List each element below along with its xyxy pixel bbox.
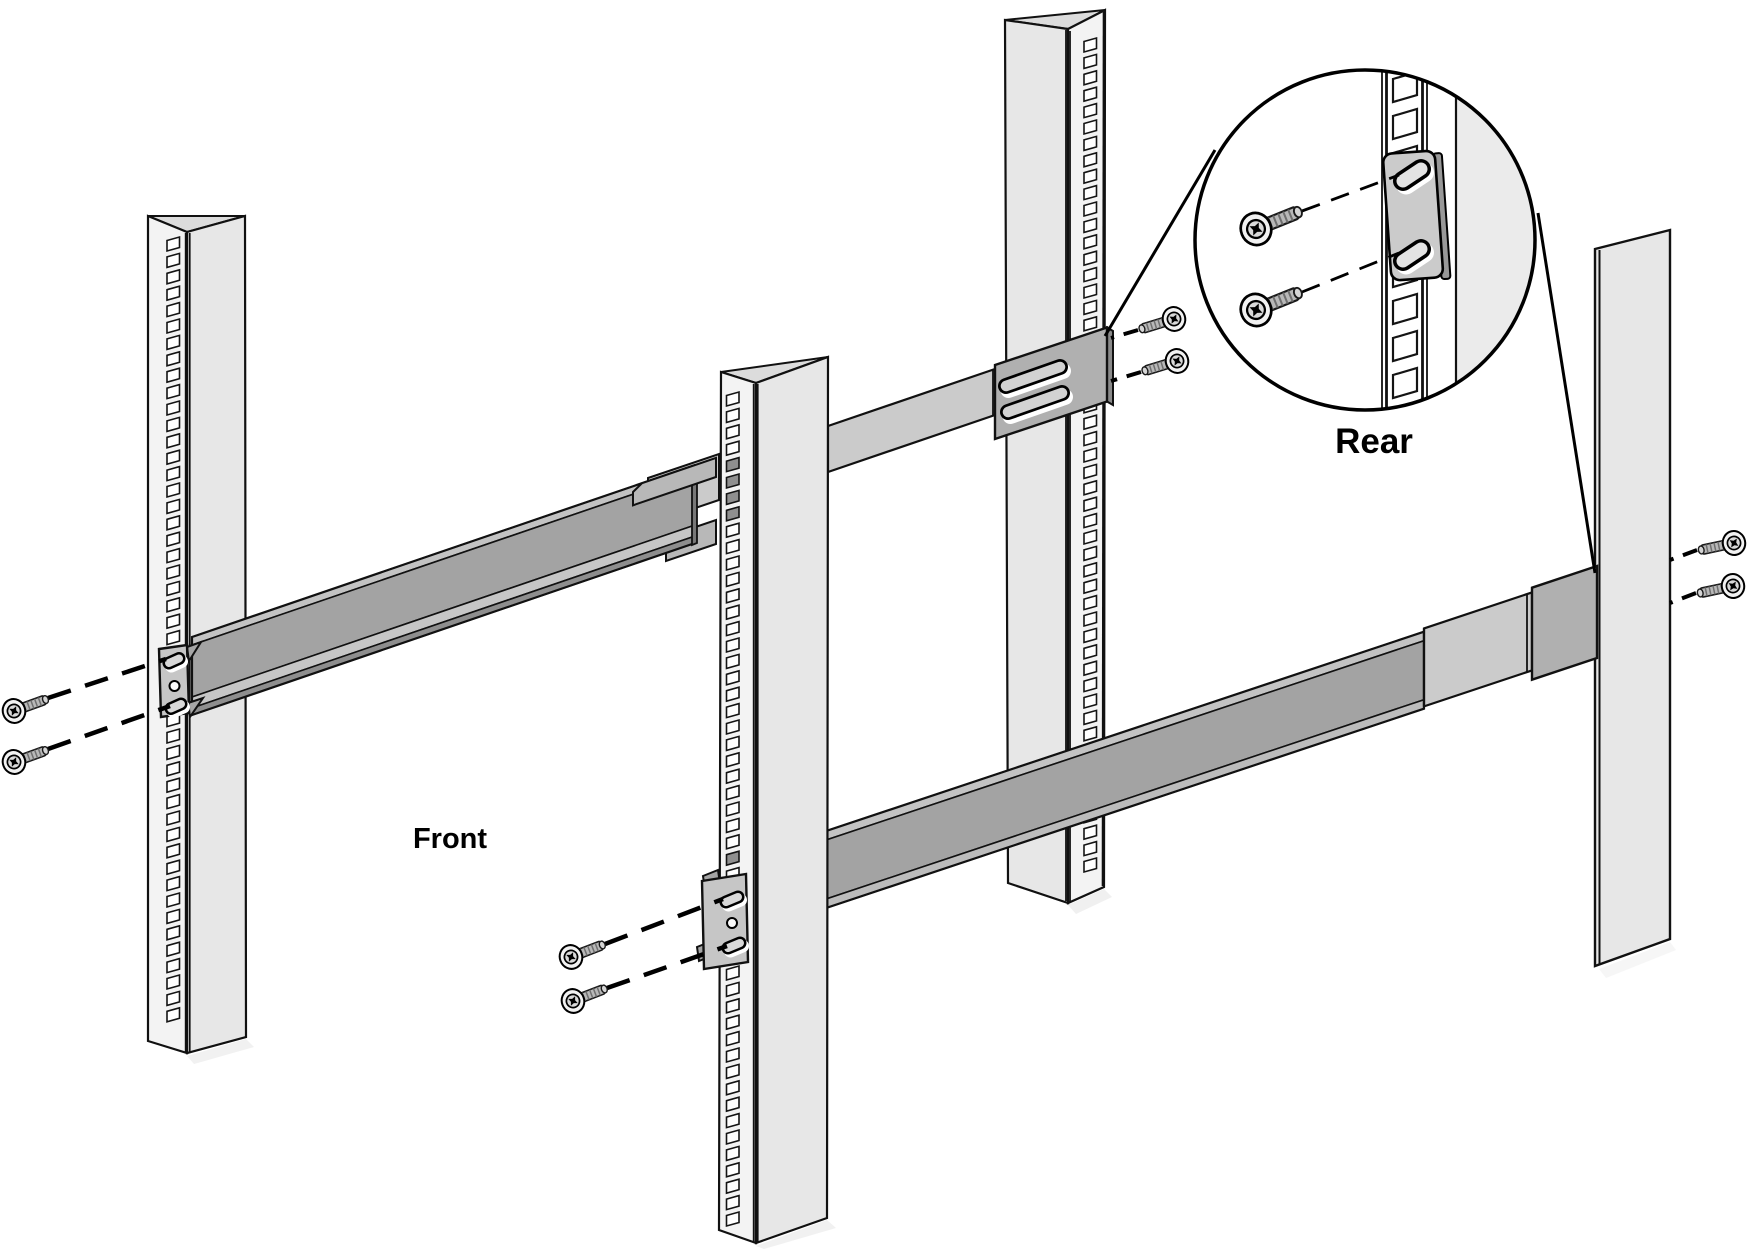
mounting-rail-right — [738, 564, 1599, 939]
detail-circle-bg — [1195, 70, 1535, 410]
detail-leader-line — [1103, 149, 1217, 337]
magnified-plate-slot — [1393, 239, 1434, 275]
post-shadow — [1068, 889, 1112, 914]
label-front: Front — [413, 823, 487, 855]
flange-end-tab — [632, 456, 717, 507]
plate-slot — [998, 359, 1071, 398]
dashed-guide-line — [1301, 251, 1400, 294]
rear-bracket-plate — [1530, 564, 1599, 682]
label-rear: Rear — [1335, 422, 1413, 461]
bracket-hole — [168, 680, 181, 692]
bracket-slot — [164, 697, 190, 718]
magnified-plate-slot — [1393, 159, 1434, 195]
mounting-rail-left-front-section — [190, 452, 720, 717]
front-bracket-right — [695, 868, 750, 971]
plate-slot — [1000, 385, 1073, 424]
post-face — [1593, 228, 1672, 968]
post-hole-column — [725, 390, 740, 1228]
post-shadow — [756, 1220, 836, 1249]
rear-left-screws — [1110, 303, 1193, 385]
bracket-hole — [726, 917, 738, 929]
dashed-guide-line — [604, 896, 724, 947]
bracket-slot — [162, 652, 188, 673]
bracket-plate — [700, 872, 750, 971]
dashed-guide-line — [1110, 328, 1139, 340]
detail-circle-outline — [1193, 68, 1537, 412]
front-right-screws — [555, 896, 728, 1018]
dashed-guide-line — [606, 943, 728, 991]
dashed-guide-line — [47, 656, 167, 701]
dashed-guide-line — [1669, 548, 1698, 562]
dashed-guide-line — [1301, 173, 1400, 213]
rear-right-screws — [1669, 527, 1749, 607]
front-bracket-left — [157, 640, 206, 720]
rack-post-front-right — [717, 355, 836, 1249]
bracket-slot — [719, 890, 747, 912]
rack-post-rear-right — [1593, 228, 1676, 978]
dashed-guide-line — [1669, 591, 1697, 605]
post-shadow — [1599, 942, 1676, 978]
front-left-screws — [0, 656, 171, 779]
mounting-rail-left-rear-section — [826, 325, 1114, 474]
dashed-guide-line — [47, 703, 171, 752]
post-shadow — [187, 1039, 254, 1064]
dashed-guide-line — [1110, 370, 1142, 383]
bracket-slot — [721, 936, 749, 958]
post-face — [754, 355, 830, 1245]
detail-leader-line — [1536, 212, 1597, 574]
